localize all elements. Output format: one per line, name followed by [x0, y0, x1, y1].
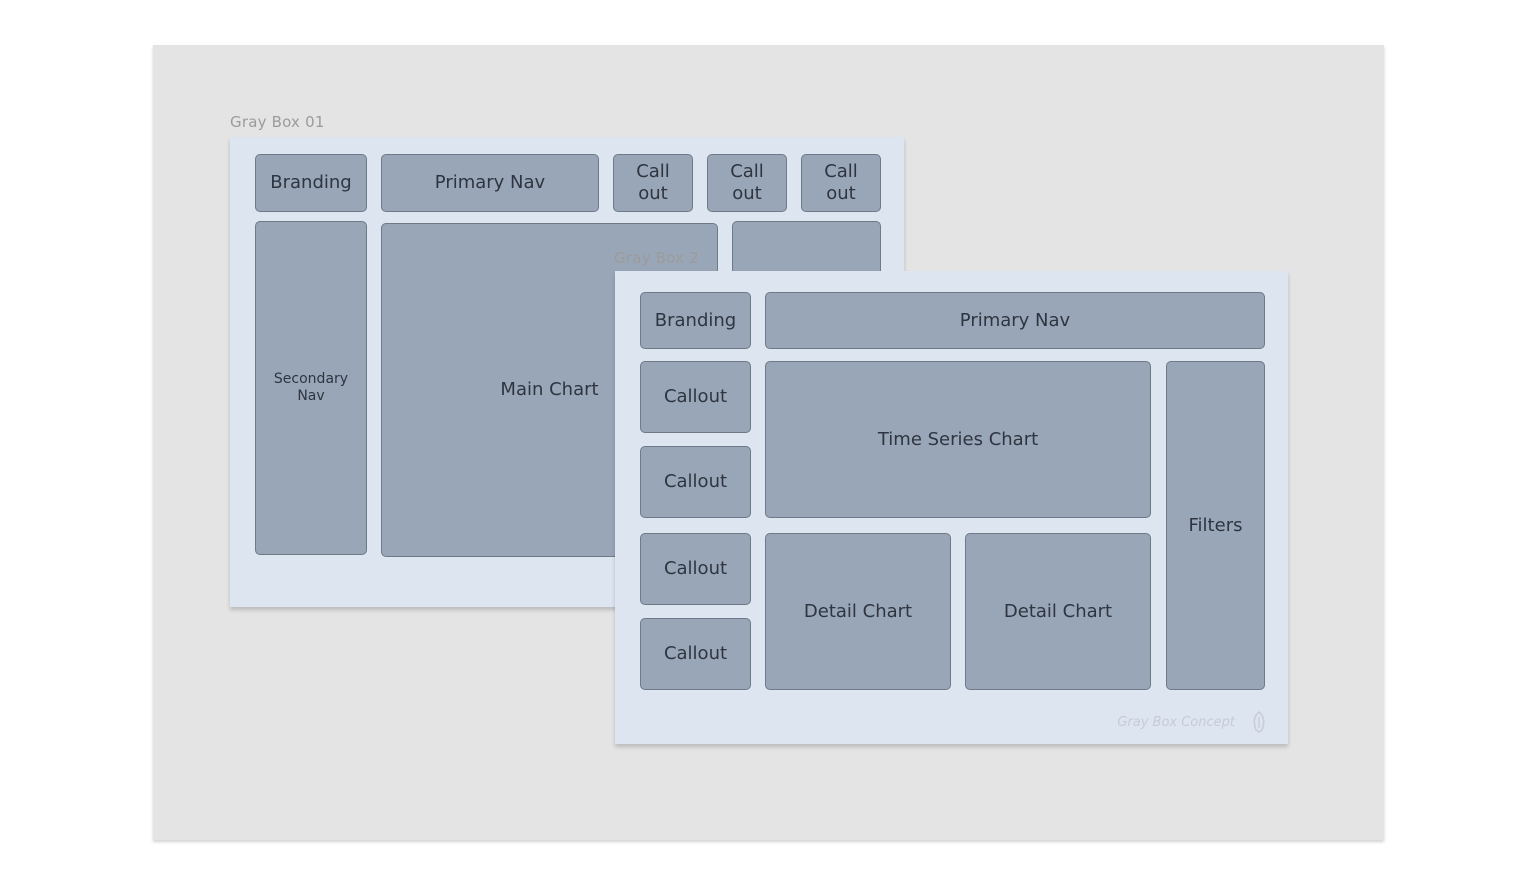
primary-nav-box[interactable]: Primary Nav: [765, 292, 1265, 349]
secondary-nav-box[interactable]: Secondary Nav: [255, 221, 367, 555]
callout-box-2[interactable]: Call out: [707, 154, 787, 212]
callout-box-3[interactable]: Call out: [801, 154, 881, 212]
branding-box[interactable]: Branding: [255, 154, 367, 212]
time-series-chart-box[interactable]: Time Series Chart: [765, 361, 1151, 518]
detail-chart-box-1[interactable]: Detail Chart: [765, 533, 951, 690]
frame-1-label: Gray Box 01: [230, 113, 325, 131]
callout-box-3[interactable]: Callout: [640, 533, 751, 605]
filters-box[interactable]: Filters: [1166, 361, 1265, 690]
primary-nav-box[interactable]: Primary Nav: [381, 154, 599, 212]
callout-box-2[interactable]: Callout: [640, 446, 751, 518]
watermark-text: Gray Box Concept: [1117, 715, 1235, 730]
branding-box[interactable]: Branding: [640, 292, 751, 349]
frame-2-label: Gray Box 2: [614, 249, 699, 267]
detail-chart-box-2[interactable]: Detail Chart: [965, 533, 1151, 690]
callout-box-4[interactable]: Callout: [640, 618, 751, 690]
callout-box-1[interactable]: Call out: [613, 154, 693, 212]
callout-box-1[interactable]: Callout: [640, 361, 751, 433]
gray-box-frame-2[interactable]: Branding Primary Nav Callout Callout Cal…: [615, 271, 1288, 744]
logo-icon: [1253, 710, 1265, 733]
